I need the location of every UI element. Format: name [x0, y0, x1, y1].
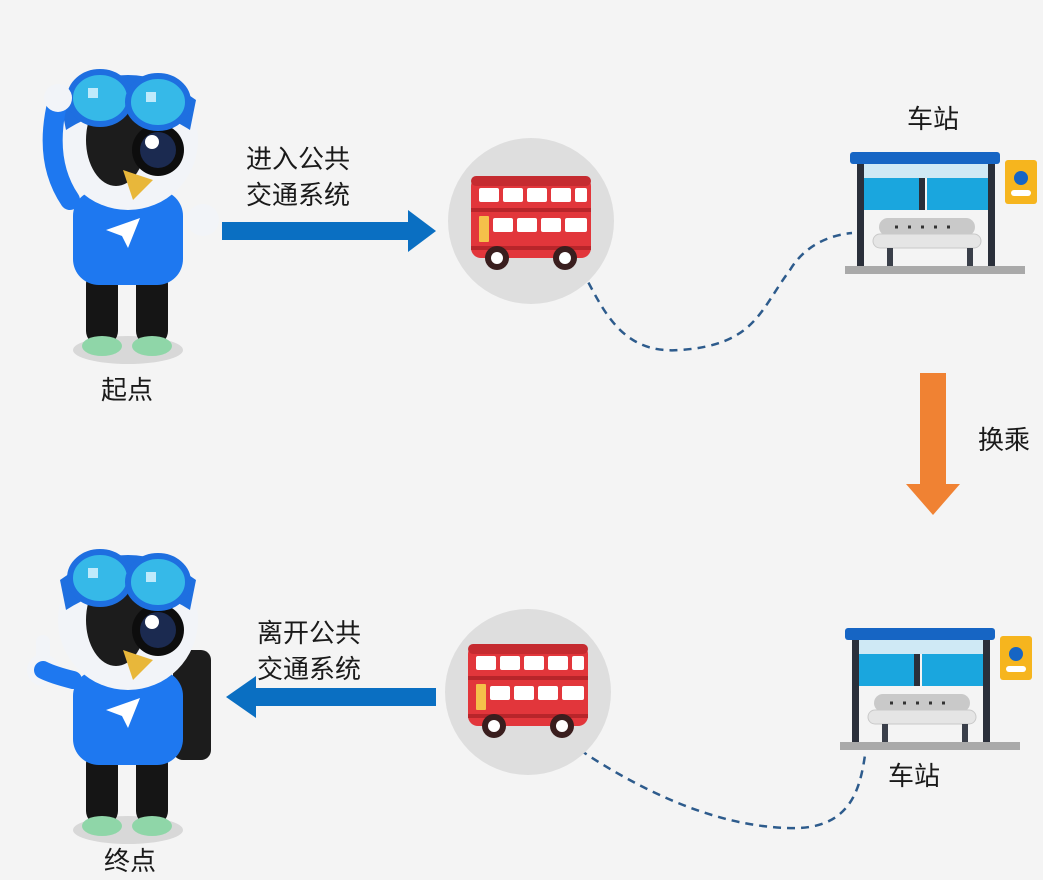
mascot-start-icon: [42, 70, 219, 364]
exit-transit-label-line2: 交通系统: [257, 655, 362, 685]
enter-transit-label: 进入公共 交通系统: [246, 142, 350, 214]
end-label: 终点: [104, 847, 157, 877]
route-bus1-to-station: [573, 231, 853, 352]
arrow-down-icon: [906, 373, 960, 515]
start-label: 起点: [101, 376, 154, 406]
arrow-left-icon: [226, 676, 436, 718]
exit-transit-label: 离开公共 交通系统: [257, 616, 361, 688]
bus-icon-1: [448, 138, 614, 304]
station-bottom-label: 车站: [888, 762, 941, 792]
transfer-label: 换乘: [978, 426, 1031, 456]
exit-transit-label-line1: 离开公共: [257, 619, 362, 649]
mascot-end-icon: [27, 550, 211, 844]
station-top-label: 车站: [907, 105, 960, 135]
bus-stop-icon-bottom: [838, 626, 1034, 752]
bus-stop-icon-top: [843, 150, 1039, 276]
arrow-right-icon: [222, 210, 436, 252]
route-bus2-to-station: [579, 748, 867, 830]
enter-transit-label-line1: 进入公共: [246, 145, 351, 175]
bus-icon-2: [445, 609, 611, 775]
enter-transit-label-line2: 交通系统: [246, 181, 351, 211]
